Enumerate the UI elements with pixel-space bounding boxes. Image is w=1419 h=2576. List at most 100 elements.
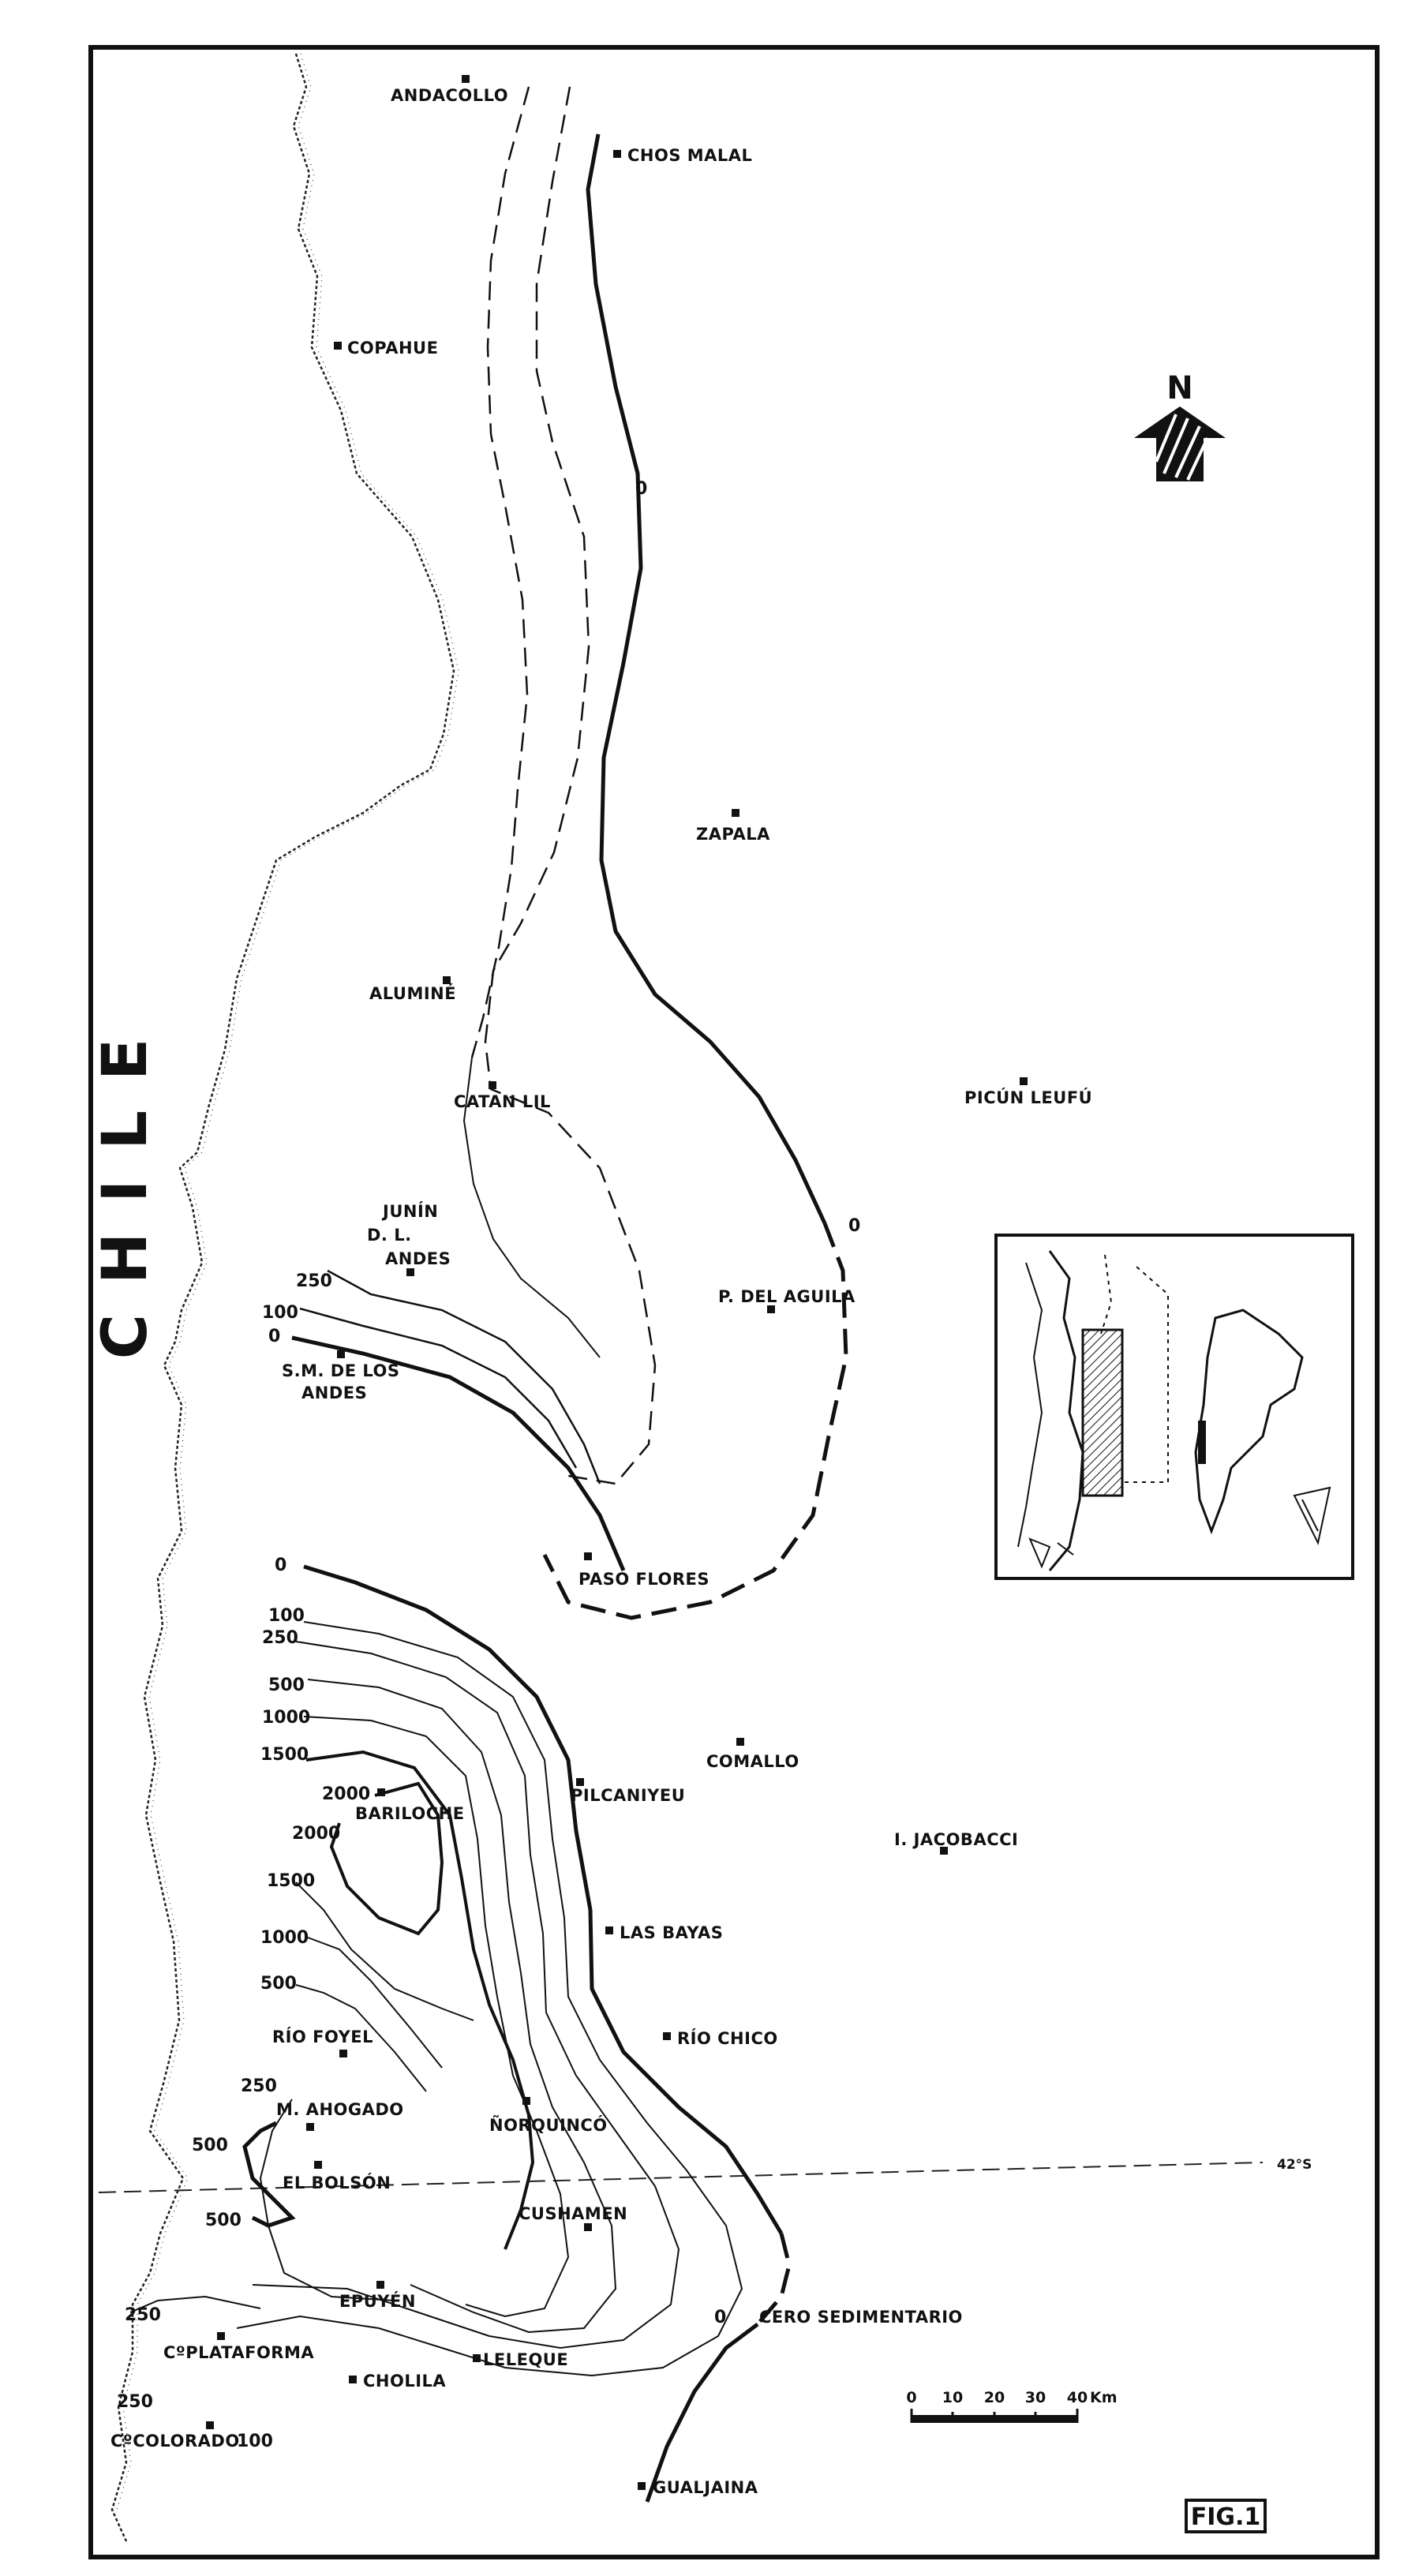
- town-label: CATAN LIL: [454, 1092, 551, 1111]
- country-label: CHILE: [90, 1009, 161, 1360]
- town-label: CºPLATAFORMA: [163, 2343, 314, 2362]
- isopach-2000-loop: [329, 1781, 444, 1936]
- town-label: D. L.: [367, 1226, 412, 1245]
- map-frame: [88, 45, 1380, 2559]
- town-label: EL BOLSÓN: [283, 2173, 391, 2192]
- town-marker: [732, 809, 739, 817]
- figure-label-frame: [1185, 2499, 1267, 2533]
- town-label: GUALJAINA: [653, 2478, 758, 2497]
- town-label: CERO SEDIMENTARIO: [759, 2308, 963, 2327]
- isopach-thin-loop: [462, 1057, 601, 1358]
- isopach-zero-dashed: [542, 1222, 848, 1620]
- inset-coast: [1017, 1262, 1043, 1548]
- town-marker: [736, 1738, 744, 1746]
- isopach-value-label: 2000: [292, 1824, 340, 1844]
- north-label: N: [1166, 370, 1192, 406]
- isopach-500-bolson: [242, 2121, 296, 2228]
- isopach-value-label: 500: [205, 2211, 241, 2230]
- isopach-value-label: 2000: [322, 1784, 370, 1804]
- isopach-250-north: [327, 1269, 601, 1485]
- town-label: ANDACOLLO: [391, 86, 508, 105]
- scale-tick-label: 10: [942, 2389, 963, 2406]
- town-label: RÍO CHICO: [677, 2028, 778, 2048]
- inset-map: [994, 1234, 1354, 1580]
- isopach-value-label: 250: [296, 1271, 332, 1291]
- town-marker: [206, 2421, 214, 2429]
- isopach-500-south: [307, 1679, 617, 2334]
- town-label: LAS BAYAS: [620, 1923, 723, 1942]
- town-label: PASO FLORES: [578, 1570, 710, 1589]
- isopach-value-label: 1000: [262, 1708, 310, 1728]
- town-marker: [473, 2354, 481, 2362]
- town-marker: [443, 976, 451, 984]
- town-marker: [663, 2032, 671, 2040]
- town-marker: [638, 2482, 646, 2490]
- isopach-250-south: [252, 1641, 680, 2349]
- international-border: [110, 53, 455, 2542]
- town-label: LELEQUE: [483, 2350, 568, 2369]
- isopach-100-south: [236, 1621, 743, 2377]
- isopach-0-south-dashed: [756, 2233, 792, 2326]
- town-label: COPAHUE: [347, 339, 438, 358]
- isopach-value-label: 1000: [260, 1928, 309, 1948]
- isopach-value-label: 100: [237, 2432, 273, 2451]
- town-marker: [522, 2097, 530, 2105]
- inset-islands: [1028, 1537, 1074, 1569]
- map-labels: ANDACOLLO CHOS MALAL COPAHUE ZAPALA ALUMINÉ P…: [110, 75, 1092, 2497]
- isopach-value-label: 500: [268, 1676, 305, 1695]
- isopach-value-label: 0: [635, 479, 647, 499]
- town-label: PILCANIYEU: [571, 1786, 685, 1805]
- isopach-value-label: 0: [268, 1327, 280, 1346]
- town-marker: [406, 1268, 414, 1276]
- town-label: M. AHOGADO: [276, 2100, 404, 2119]
- town-label: RÍO FOYEL: [272, 2027, 373, 2046]
- town-marker: [339, 2050, 347, 2057]
- town-label: ALUMINÉ: [369, 983, 456, 1003]
- town-marker: [462, 75, 470, 83]
- isopach-value-label: 0: [848, 1216, 860, 1236]
- town-label: PICÚN LEUFÚ: [964, 1088, 1092, 1107]
- figure-label: FIG.1: [1191, 2503, 1261, 2531]
- town-marker: [306, 2123, 314, 2131]
- scale-tick-label: 20: [984, 2389, 1005, 2406]
- north-arrow-hatch: [1155, 414, 1209, 481]
- isopach-zero-main: [586, 133, 827, 1225]
- town-marker: [1020, 1077, 1028, 1085]
- town-label: S.M. DE LOS: [282, 1361, 400, 1380]
- isopach-value-label: 500: [192, 2136, 228, 2155]
- isopach-dashed-inner: [484, 86, 657, 1485]
- town-marker: [217, 2332, 225, 2340]
- town-marker: [576, 1778, 584, 1786]
- scale-tick-label: 0: [906, 2389, 916, 2406]
- isopach-value-label: 100: [262, 1303, 298, 1323]
- inset-argentina-area: [1198, 1421, 1206, 1464]
- latitude-label: 42°S: [1277, 2157, 1312, 2173]
- town-label: ANDES: [301, 1383, 367, 1402]
- isopach-dashed-outer: [470, 86, 530, 1058]
- isopach-value-label: 250: [241, 2076, 277, 2096]
- latitude-line-42s: [98, 2162, 1264, 2193]
- town-label: BARILOCHE: [355, 1804, 465, 1823]
- isopach-value-label: 250: [117, 2392, 153, 2412]
- town-label: CHOS MALAL: [627, 146, 752, 165]
- town-marker: [377, 1788, 385, 1796]
- town-marker: [349, 2376, 357, 2383]
- isopach-250-bolson: [259, 2099, 395, 2301]
- isopach-value-label: 0: [275, 1556, 286, 1575]
- north-arrow-shape: [1134, 406, 1226, 481]
- international-border-ticks: [116, 53, 459, 2510]
- isopach-1500-south: [305, 1750, 535, 2250]
- town-label: ZAPALA: [696, 825, 770, 844]
- isopach-1000-west: [307, 1937, 443, 2069]
- town-marker: [584, 1552, 592, 1560]
- town-label: JUNÍN: [381, 1201, 438, 1221]
- town-marker: [605, 1926, 613, 1934]
- town-marker: [314, 2161, 322, 2169]
- isopach-value-label: 100: [268, 1606, 305, 1626]
- town-marker: [337, 1350, 345, 1358]
- scale-unit: Km: [1090, 2389, 1118, 2406]
- town-label: P. DEL AGUILA: [718, 1287, 856, 1306]
- isopach-0-south-tail: [645, 2323, 759, 2503]
- town-marker: [613, 150, 621, 158]
